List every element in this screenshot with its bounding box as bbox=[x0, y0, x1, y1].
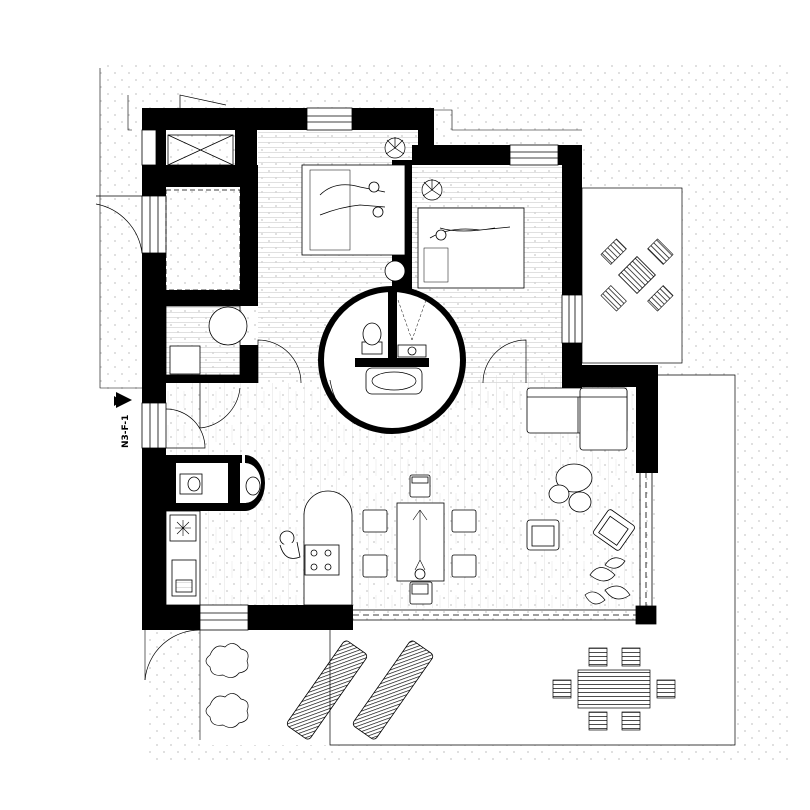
bathtub-icon bbox=[365, 367, 423, 395]
nightstand-icon bbox=[384, 260, 406, 282]
person-icon bbox=[279, 530, 429, 595]
chair-icon bbox=[409, 474, 431, 498]
sink-icon bbox=[229, 463, 261, 503]
plant-icon bbox=[384, 137, 406, 159]
storage-cabinet bbox=[165, 134, 241, 291]
laundry bbox=[165, 305, 248, 376]
bush-icon bbox=[205, 643, 249, 728]
section-arrow-icon bbox=[116, 392, 132, 408]
chair-icon bbox=[362, 509, 388, 533]
double-bed-icon bbox=[301, 164, 406, 282]
sofa-icon bbox=[526, 387, 628, 451]
site-cutout bbox=[0, 0, 100, 390]
plant-icon bbox=[421, 179, 443, 201]
sink-icon bbox=[397, 344, 427, 358]
site-cutout bbox=[100, 390, 145, 810]
chair-icon bbox=[362, 554, 388, 578]
single-bed-icon bbox=[417, 207, 525, 289]
toilet-icon bbox=[361, 322, 383, 355]
sun-lounger-icon bbox=[286, 640, 434, 740]
section-marker: N3-F-1 bbox=[114, 392, 132, 448]
washing-machine-icon bbox=[208, 306, 248, 346]
section-label: N3-F-1 bbox=[121, 415, 131, 448]
armchair-icon bbox=[526, 509, 635, 551]
site-boundary bbox=[99, 68, 582, 389]
patio-table-icon bbox=[552, 647, 676, 731]
chair-icon bbox=[451, 554, 477, 578]
doors bbox=[95, 94, 527, 681]
plant-icon bbox=[584, 557, 631, 605]
wc bbox=[166, 455, 265, 511]
stove-icon bbox=[304, 544, 340, 576]
patio-table-icon bbox=[600, 238, 674, 312]
coffee-table-icon bbox=[548, 463, 593, 513]
toilet-icon bbox=[179, 473, 203, 495]
windows bbox=[141, 107, 583, 631]
glazed-facade bbox=[353, 473, 657, 625]
bathroom-round bbox=[318, 286, 466, 434]
chair-icon bbox=[451, 509, 477, 533]
kitchen bbox=[165, 490, 353, 606]
walls bbox=[142, 108, 658, 630]
